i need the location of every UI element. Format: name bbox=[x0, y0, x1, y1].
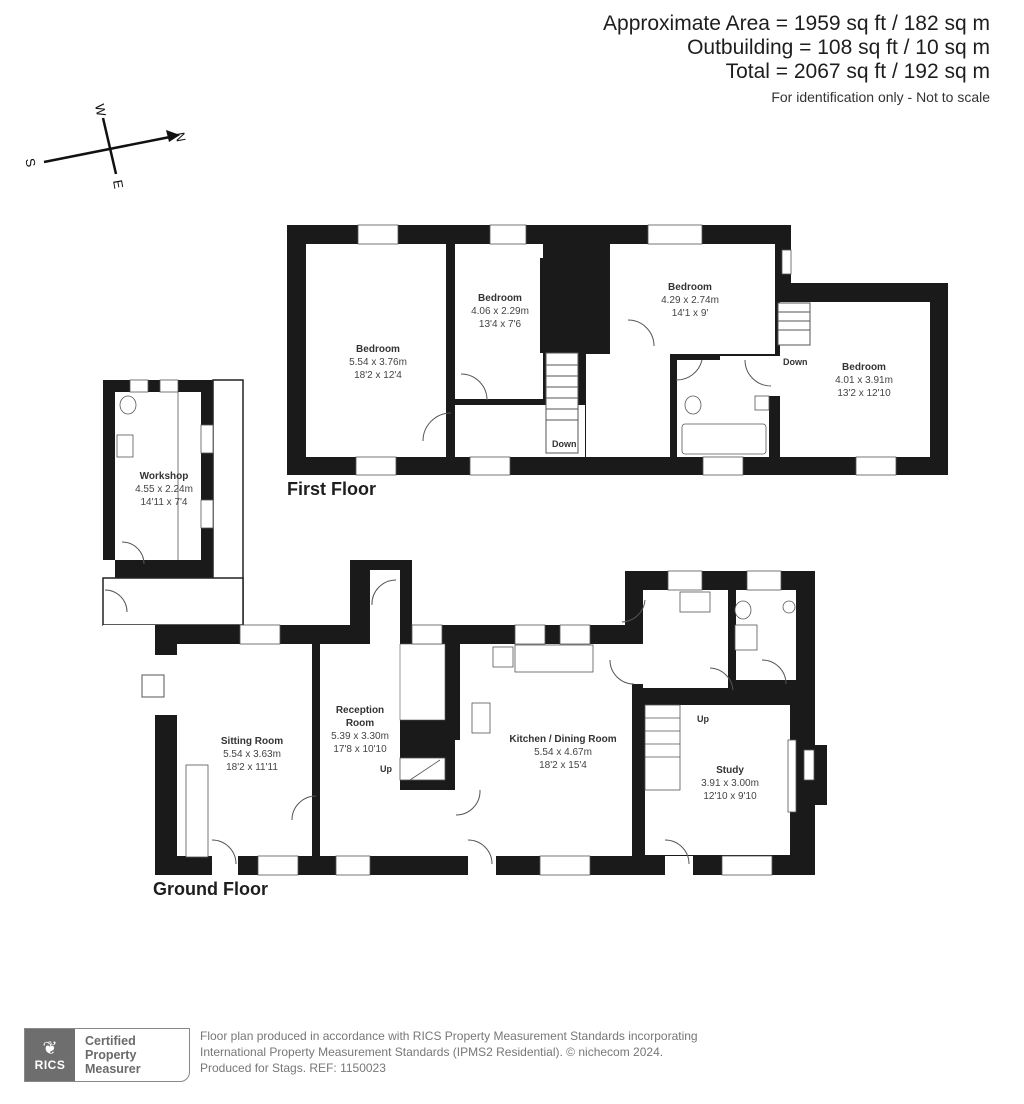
room-label-kitchen-dining: Kitchen / Dining Room 5.54 x 4.67m 18'2 … bbox=[509, 734, 617, 771]
svg-text:Up: Up bbox=[697, 714, 709, 724]
rics-lion-icon: ❦ bbox=[42, 1038, 58, 1058]
room-label-study: Study 3.91 x 3.00m 12'10 x 9'10 bbox=[701, 765, 759, 802]
total-area: Total = 2067 sq ft / 192 sq m bbox=[725, 60, 990, 83]
room-label-bedroom-2: Bedroom 4.06 x 2.29m 13'4 x 7'6 bbox=[471, 293, 529, 330]
svg-text:E: E bbox=[110, 179, 126, 190]
room-label-bedroom-3: Bedroom 4.29 x 2.74m 14'1 x 9' bbox=[661, 282, 719, 319]
ground-floor-plan: Up Up bbox=[103, 560, 827, 876]
room-label-bedroom-1: Bedroom 5.54 x 3.76m 18'2 x 12'4 bbox=[349, 344, 407, 381]
scale-disclaimer: For identification only - Not to scale bbox=[771, 89, 990, 105]
approximate-area: Approximate Area = 1959 sq ft / 182 sq m bbox=[603, 12, 990, 35]
rics-certified-badge: ❦ RICS Certified Property Measurer bbox=[24, 1028, 190, 1082]
outbuilding-area: Outbuilding = 108 sq ft / 10 sq m bbox=[687, 36, 990, 59]
area-summary: Approximate Area = 1959 sq ft / 182 sq m… bbox=[603, 12, 990, 108]
room-label-sitting-room: Sitting Room 5.54 x 3.63m 18'2 x 11'11 bbox=[220, 736, 284, 773]
room-label-workshop: Workshop 4.55 x 2.24m 14'11 x 7'4 bbox=[135, 471, 193, 508]
rics-logo: ❦ RICS bbox=[25, 1029, 75, 1081]
ground-floor-label: Ground Floor bbox=[153, 879, 268, 899]
svg-text:Down: Down bbox=[783, 357, 808, 367]
room-label-reception-room: Reception Room 5.39 x 3.30m 17'8 x 10'10 bbox=[331, 705, 389, 755]
compass-icon: N S W E bbox=[22, 103, 188, 190]
footer: ❦ RICS Certified Property Measurer Floor… bbox=[24, 1028, 824, 1084]
workshop-plan bbox=[102, 379, 244, 626]
svg-text:N: N bbox=[172, 131, 188, 143]
room-label-bedroom-4: Bedroom 4.01 x 3.91m 13'2 x 12'10 bbox=[835, 362, 893, 399]
first-floor-label: First Floor bbox=[287, 479, 376, 499]
svg-text:W: W bbox=[92, 103, 109, 118]
svg-text:S: S bbox=[22, 157, 38, 168]
svg-text:Up: Up bbox=[380, 764, 392, 774]
svg-text:Down: Down bbox=[552, 439, 577, 449]
first-floor-plan: Down Down bbox=[287, 224, 948, 476]
footer-disclaimer: Floor plan produced in accordance with R… bbox=[200, 1029, 698, 1075]
certified-property-measurer-text: Certified Property Measurer bbox=[85, 1034, 141, 1076]
